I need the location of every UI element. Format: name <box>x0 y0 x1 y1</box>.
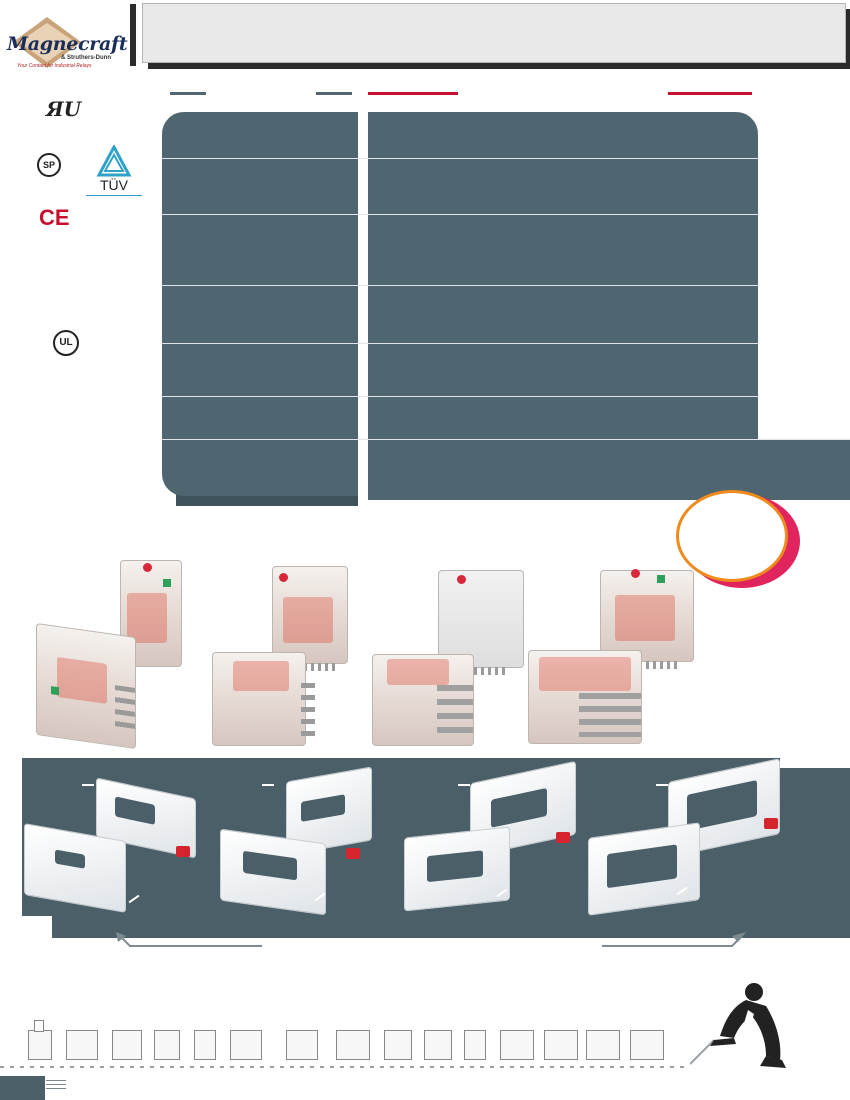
mini-relay-icon <box>544 1030 578 1060</box>
hold-down-clip-4b <box>588 822 700 916</box>
brand-logo: Magnecraft & Struthers-Dunn Your Contact… <box>3 15 133 70</box>
arrow-right-icon <box>360 305 368 323</box>
indicator-led-icon <box>51 686 59 696</box>
release-tab-icon <box>346 848 360 859</box>
page-title-bar <box>142 3 846 63</box>
ul-listed-icon: UL <box>53 330 79 356</box>
table-row-separator <box>162 158 758 159</box>
relay-photo-3-upright <box>438 570 524 675</box>
mini-relay-icon <box>194 1030 216 1060</box>
mini-relay-icon <box>28 1030 52 1060</box>
mini-relay-icon <box>336 1030 370 1060</box>
dashed-divider <box>0 1066 690 1068</box>
ce-icon: CE <box>39 205 70 230</box>
spec-table-shadow <box>176 494 360 506</box>
relay-photo-1-side <box>36 622 136 750</box>
arrow-right-icon <box>360 361 368 379</box>
brand-tagline: Your Contact for Industrial Relays <box>17 63 92 69</box>
clip-panel-extension <box>780 768 850 938</box>
test-button-icon <box>631 569 640 578</box>
ur-recognized-icon: ЯU <box>44 97 84 126</box>
hold-down-clip-2b <box>220 828 326 916</box>
mini-relay-icon <box>230 1030 262 1060</box>
pointer-arrow-icon <box>82 784 94 786</box>
page-tab <box>0 1076 45 1100</box>
pointer-arrow-icon <box>458 784 470 786</box>
mini-relay-icon <box>384 1030 412 1060</box>
relay-photo-3-side <box>372 654 474 746</box>
tuv-icon: TÜV <box>86 143 142 197</box>
arrow-right-icon <box>360 409 368 427</box>
spec-table <box>162 112 758 496</box>
arrow-right-icon <box>360 127 368 145</box>
mini-relay-icon <box>154 1030 180 1060</box>
table-row-separator <box>162 396 758 397</box>
pointer-arrow-icon <box>656 784 668 786</box>
column-marker-left-end <box>316 92 352 95</box>
relay-photo-4-side <box>528 650 642 744</box>
mini-relay-icon <box>286 1030 318 1060</box>
header-divider <box>130 4 136 66</box>
mini-relay-icon <box>112 1030 142 1060</box>
brand-name: Magnecraft <box>7 33 128 55</box>
relay-photo-2-side <box>212 652 315 746</box>
brand-subname: & Struthers-Dunn <box>61 55 111 61</box>
csa-icon: SP <box>37 153 61 177</box>
table-row-separator <box>162 343 758 344</box>
svg-text:ЯU: ЯU <box>45 98 83 120</box>
hold-down-clip-3b <box>404 826 510 912</box>
column-marker-left <box>170 92 206 95</box>
mini-relay-icon <box>66 1030 98 1060</box>
test-button-icon <box>279 573 288 582</box>
relay-photo-2-upright <box>272 566 348 671</box>
mini-relay-icon <box>500 1030 534 1060</box>
test-button-icon <box>143 563 152 572</box>
release-tab-icon <box>556 832 570 843</box>
callout-bubble <box>676 490 788 582</box>
release-tab-icon <box>764 818 778 829</box>
column-marker-right-end <box>668 92 752 95</box>
test-button-icon <box>457 575 466 584</box>
column-marker-right <box>368 92 458 95</box>
arrow-right-icon <box>360 177 368 195</box>
worker-illustration-icon <box>690 983 786 1068</box>
indicator-led-icon <box>163 579 171 587</box>
release-tab-icon <box>176 846 190 857</box>
arrow-right-icon <box>360 241 368 259</box>
mini-relay-icon <box>630 1030 664 1060</box>
mini-relay-icon <box>464 1030 486 1060</box>
pointer-arrow-icon <box>262 784 274 786</box>
table-row-separator <box>162 214 758 215</box>
arrow-right-icon <box>360 461 368 479</box>
indicator-led-icon <box>657 575 665 583</box>
table-row-separator <box>162 439 850 440</box>
mini-relay-icon <box>586 1030 620 1060</box>
spec-table-extension <box>368 440 850 500</box>
page-tab-lines <box>46 1080 66 1090</box>
table-row-separator <box>162 285 758 286</box>
tuv-label: TÜV <box>100 177 128 193</box>
relay-photo-4-upright <box>600 569 694 669</box>
mini-relay-icon <box>424 1030 452 1060</box>
clip-panel-base <box>52 916 850 938</box>
double-arrow-icon <box>116 932 746 947</box>
